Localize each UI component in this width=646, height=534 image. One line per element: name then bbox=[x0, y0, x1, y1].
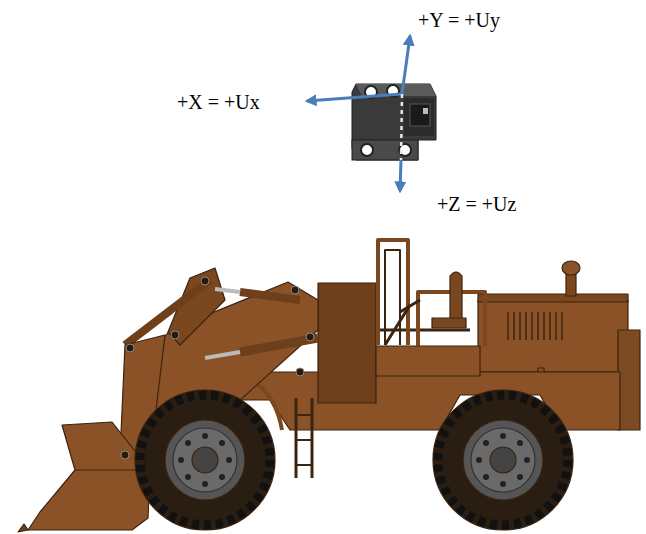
axis-label: +Z = +Uz bbox=[437, 192, 516, 216]
rear-wheel bbox=[433, 390, 573, 530]
front-wheel bbox=[135, 390, 275, 530]
wheel-loader bbox=[18, 240, 640, 532]
axis-arrows bbox=[307, 36, 410, 191]
axis-label: +X = +Ux bbox=[177, 90, 260, 114]
axis-label: +Y = +Uy bbox=[418, 8, 500, 32]
steps bbox=[296, 398, 312, 478]
